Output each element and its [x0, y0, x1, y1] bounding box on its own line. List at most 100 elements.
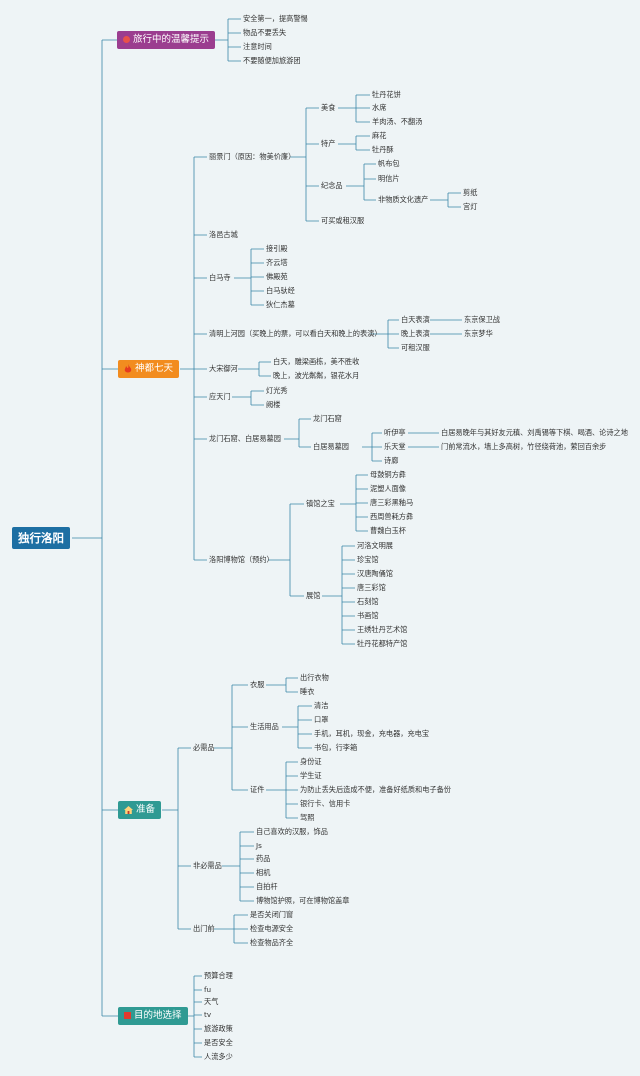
hall-item: 唐三彩馆: [357, 583, 386, 592]
before-item: 检查电源安全: [250, 924, 294, 933]
treasure-item: 泥塑人面像: [370, 484, 406, 493]
heritage-node: 非物质文化遗产: [378, 195, 429, 204]
connector: [282, 705, 312, 749]
connector: [266, 761, 298, 819]
food-node: 美食: [321, 103, 336, 112]
connector: [222, 831, 254, 902]
lijingmen: 丽景门（原因：物美价廉）: [209, 152, 296, 161]
connector: [214, 18, 241, 62]
docs-item: 身份证: [300, 757, 322, 766]
food-item: 牡丹花饼: [372, 90, 401, 99]
souvenir-node: 纪念品: [321, 181, 343, 190]
hall-item: 珍宝馆: [357, 555, 379, 564]
docs-item: 学生证: [300, 771, 322, 780]
connector: [340, 474, 368, 532]
dest-item: 旅游政策: [204, 1024, 233, 1033]
hall-item: 书画馆: [357, 611, 379, 620]
hall-item: 石刻馆: [357, 597, 379, 606]
connector: [290, 107, 319, 222]
connector: [338, 94, 370, 123]
hanfu-node: 可买或租汉服: [321, 216, 365, 225]
tip-item: 注意时间: [243, 42, 272, 51]
docs-item: 驾照: [300, 813, 315, 822]
connector: [346, 163, 376, 201]
root-node: 独行洛阳: [12, 527, 70, 549]
baima-item: 齐云塔: [266, 258, 288, 267]
baijuyi-item: 诗廊: [384, 456, 399, 465]
food-item: 水席: [372, 103, 387, 112]
heritage-item: 宫灯: [463, 202, 478, 211]
dest-item: 预算合理: [204, 971, 233, 980]
optional-node: 非必需品: [193, 861, 222, 870]
dasong-node: 大宋御河: [209, 364, 238, 373]
connector: [188, 975, 202, 1058]
hall-item: 王绣牡丹艺术馆: [357, 625, 408, 634]
qingming-night: 晚上表演: [401, 329, 430, 338]
clothes-item: 出行衣物: [300, 673, 329, 682]
dasong-item: 晚上，波光粼粼，银花水月: [273, 371, 360, 380]
baima-node: 白马寺: [209, 273, 231, 282]
qingming-rent: 可租汉服: [401, 343, 430, 352]
connector: [430, 192, 461, 208]
connector: [162, 747, 191, 930]
daily-item: 书包，行李箱: [314, 743, 358, 752]
branch-destination: 目的地选择: [118, 1007, 188, 1025]
specialty-node: 特产: [321, 139, 336, 148]
baima-item: 狄仁杰墓: [266, 300, 295, 309]
before-item: 检查物品齐全: [250, 938, 294, 947]
dest-item: 是否安全: [204, 1038, 233, 1047]
connector: [338, 135, 370, 151]
connector: [232, 390, 264, 406]
museum-node: 洛阳博物馆（预约）: [209, 555, 274, 564]
daily-item: 手机，耳机，现金，充电器，充电宝: [314, 729, 430, 738]
qingming-day-value: 东京保卫战: [464, 315, 500, 324]
hall-item: 汉唐陶俑馆: [357, 569, 393, 578]
connector: [362, 432, 382, 462]
baima-item: 佛殿苑: [266, 272, 288, 281]
daily-node: 生活用品: [250, 722, 279, 731]
connector: [180, 156, 207, 561]
tip-item: 不要随便加旅游团: [243, 56, 301, 65]
yingtian-item: 灯光秀: [266, 386, 288, 395]
branch-prep: 准备: [118, 801, 162, 819]
connector: [238, 361, 271, 377]
branch-tips: 旅行中的温馨提示: [117, 31, 216, 49]
dest-item: fu: [204, 985, 212, 994]
optional-item: 药品: [256, 854, 271, 863]
daily-item: 口罩: [314, 715, 329, 724]
before-node: 出门前: [193, 924, 215, 933]
fire-icon: [124, 364, 132, 373]
treasures-node: 镇馆之宝: [306, 499, 335, 508]
baijuyi-item: 听伊亭: [384, 428, 406, 437]
baijuyi-item: 乐天堂: [384, 442, 406, 451]
connector: [268, 503, 304, 597]
house-icon: [124, 805, 133, 814]
treasure-item: 唐三彩黑釉马: [370, 498, 414, 507]
baijuyi-node: 白居易墓园: [313, 442, 349, 451]
hall-item: 河洛文明展: [357, 541, 393, 550]
treasure-item: 曹魏白玉杯: [370, 526, 406, 535]
treasure-item: 西周兽耗方彝: [370, 512, 414, 521]
branch-seven-days: 神都七天: [118, 360, 180, 378]
specialty-item: 麻花: [372, 131, 387, 140]
daily-item: 清洁: [314, 701, 329, 710]
heritage-item: 剪纸: [463, 188, 478, 197]
docs-node: 证件: [250, 785, 265, 794]
clothes-node: 衣服: [250, 680, 265, 689]
baima-item: 接引殿: [266, 244, 288, 253]
halls-node: 展馆: [306, 591, 321, 600]
must-node: 必需品: [193, 743, 215, 752]
docs-item: 为防止丢失后造成不便，准备好纸质和电子备份: [300, 785, 451, 794]
treasure-item: 母鼓铜方彝: [370, 470, 406, 479]
dest-item: tv: [204, 1010, 212, 1019]
optional-item: 自己喜欢的汉服，饰品: [256, 827, 328, 836]
red-dot-icon: [123, 36, 130, 43]
optional-item: 博物馆护照，可在博物馆盖章: [256, 896, 350, 905]
qingming-day: 白天表演: [401, 315, 430, 324]
tip-item: 物品不要丢失: [243, 28, 287, 37]
connector: [370, 319, 399, 349]
tip-item: 安全第一，提高警惕: [243, 14, 308, 23]
dasong-item: 白天，雕梁画栋，美不胜收: [273, 357, 360, 366]
connector: [72, 39, 118, 1017]
